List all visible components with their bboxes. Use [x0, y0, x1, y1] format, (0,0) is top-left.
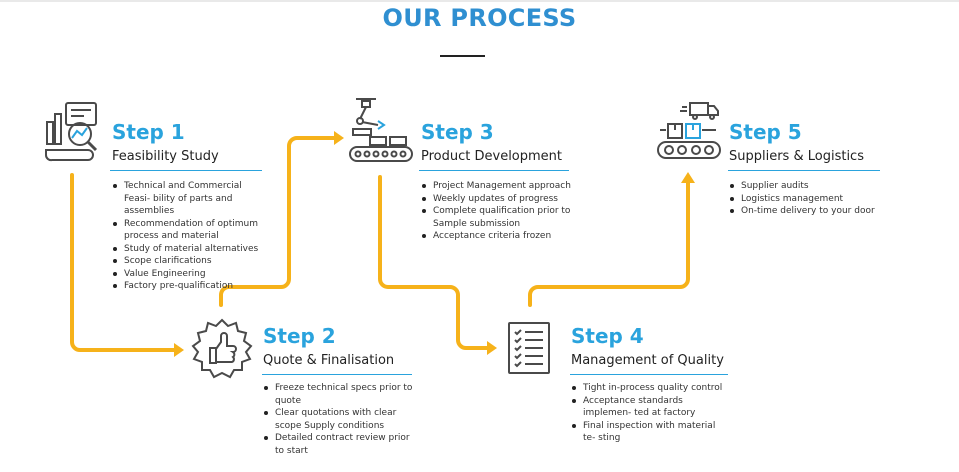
step-1-underline [110, 170, 262, 171]
arrow-step1-to-step2 [70, 173, 176, 352]
list-item: Project Management approach [421, 180, 571, 193]
step-3-underline [419, 170, 569, 171]
step-3-heading: Step 3 [421, 120, 494, 144]
list-item: Recommendation of optimum process and ma… [112, 218, 262, 243]
arrowhead-step5 [681, 172, 695, 183]
list-item: Logistics management [729, 193, 899, 206]
step-5-subtitle: Suppliers & Logistics [729, 149, 864, 164]
arrowhead-step2 [174, 343, 184, 357]
step-5-underline [728, 170, 880, 171]
arrowhead-step3 [334, 131, 344, 145]
list-item: Detailed contract review prior to start [263, 432, 419, 457]
step-1-heading: Step 1 [112, 120, 185, 144]
truck-conveyor-icon [657, 102, 721, 159]
step-2-underline [262, 374, 412, 375]
arrow-step2-to-step3 [219, 136, 336, 307]
step-2-subtitle: Quote & Finalisation [263, 353, 395, 368]
list-item: Scope clarifications [112, 255, 262, 268]
list-item: Freeze technical specs prior to quote [263, 382, 419, 407]
arrow-step4-to-step5 [528, 181, 690, 307]
step-5-bullet-list: Supplier audits Logistics management On-… [729, 180, 899, 218]
step-3-bullet-list: Project Management approach Weekly updat… [421, 180, 571, 243]
step-4-bullet-list: Tight in-process quality control Accepta… [571, 382, 729, 445]
step-5-heading: Step 5 [729, 120, 802, 144]
step-3-subtitle: Product Development [421, 149, 563, 164]
arrow-step3-to-step4 [378, 175, 489, 350]
list-item: Tight in-process quality control [571, 382, 729, 395]
robotic-arm-conveyor-icon [349, 98, 413, 162]
list-item: Complete qualification prior to Sample s… [421, 205, 571, 230]
list-item: Supplier audits [729, 180, 899, 193]
step-1-bullet-list: Technical and Commercial Feasi- bility o… [112, 180, 262, 293]
list-item: Value Engineering [112, 268, 262, 281]
feasibility-chart-icon [45, 102, 98, 162]
list-item: On-time delivery to your door [729, 205, 899, 218]
step-4-heading: Step 4 [571, 324, 644, 348]
step-2-bullet-list: Freeze technical specs prior to quote Cl… [263, 382, 419, 457]
step-2-heading: Step 2 [263, 324, 336, 348]
list-item: Acceptance standards implemen- ted at fa… [571, 395, 729, 420]
list-item: Factory pre-qualification [112, 280, 262, 293]
step-4-subtitle: Management of Quality [571, 353, 724, 368]
page-title: OUR PROCESS [382, 4, 577, 32]
list-item: Final inspection with material te- sting [571, 420, 729, 445]
step-1-subtitle: Feasibility Study [112, 149, 219, 164]
title-underline [440, 55, 485, 57]
list-item: Study of material alternatives [112, 243, 262, 256]
checklist-icon [508, 322, 550, 374]
thumbs-up-badge-icon [191, 318, 253, 379]
top-border [0, 0, 959, 2]
list-item: Technical and Commercial Feasi- bility o… [112, 180, 262, 218]
list-item: Weekly updates of progress [421, 193, 571, 206]
step-4-underline [570, 374, 728, 375]
list-item: Acceptance criteria frozen [421, 230, 571, 243]
arrowhead-step4 [487, 341, 497, 355]
list-item: Clear quotations with clear scope Supply… [263, 407, 419, 432]
